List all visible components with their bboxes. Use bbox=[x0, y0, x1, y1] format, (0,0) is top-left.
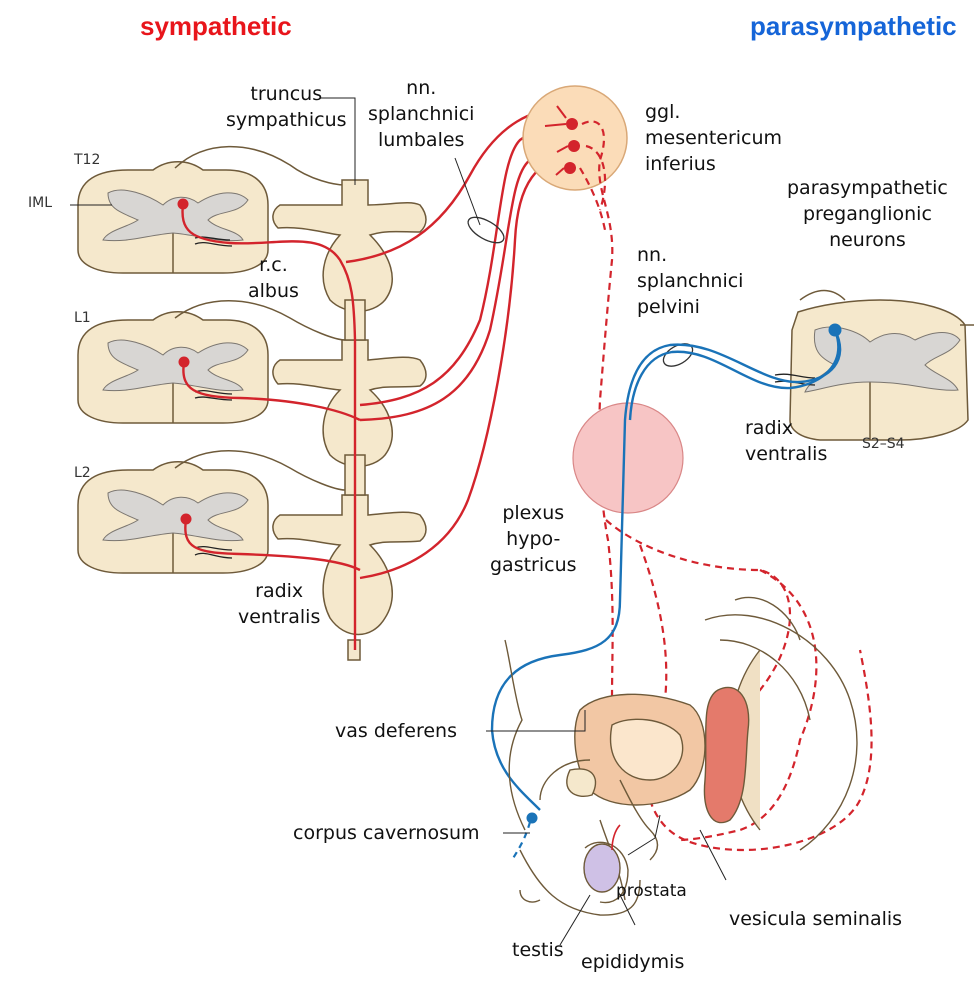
sympathetic-header: sympathetic bbox=[140, 11, 292, 42]
label-iml: IML bbox=[28, 195, 52, 211]
segment-label-t12: T12 bbox=[74, 152, 100, 168]
plexus-hypogastricus bbox=[573, 403, 683, 513]
parasympathetic-header: parasympathetic bbox=[750, 11, 957, 42]
nn-splanchnici-lumbales-ring bbox=[464, 212, 508, 248]
label-radix-ventralis-left: radix ventralis bbox=[238, 578, 320, 630]
label-radix-ventralis-right: radix ventralis bbox=[745, 415, 827, 467]
label-testis: testis bbox=[512, 937, 564, 963]
label-rc-albus: r.c. albus bbox=[248, 252, 299, 304]
label-nn-splanchnici-pelvini: nn. splanchnici pelvini bbox=[637, 242, 743, 320]
segment-label-l1: L1 bbox=[74, 310, 91, 326]
segment-label-s2-s4: S2–S4 bbox=[862, 436, 905, 452]
label-ggl-mesentericum-inferius: ggl. mesentericum inferius bbox=[645, 99, 782, 177]
label-truncus-sympathicus: truncus sympathicus bbox=[226, 81, 347, 133]
label-epididymis: epididymis bbox=[581, 949, 684, 975]
ganglion-mesentericum-inferius bbox=[523, 86, 627, 190]
segment-label-l2: L2 bbox=[74, 465, 91, 481]
label-plexus-hypogastricus: plexus hypo- gastricus bbox=[490, 500, 577, 578]
label-corpus-cavernosum: corpus cavernosum bbox=[293, 820, 480, 846]
pelvic-organs bbox=[505, 597, 857, 915]
label-vas-deferens: vas deferens bbox=[335, 718, 457, 744]
label-parasympathetic-neurons: parasympathetic preganglionic neurons bbox=[787, 175, 948, 253]
label-vesicula-seminalis: vesicula seminalis bbox=[729, 906, 902, 932]
label-prostata: prostata bbox=[616, 878, 687, 904]
label-nn-splanchnici-lumbales: nn. splanchnici lumbales bbox=[368, 75, 474, 153]
parasympathetic-postganglionic bbox=[512, 822, 530, 860]
